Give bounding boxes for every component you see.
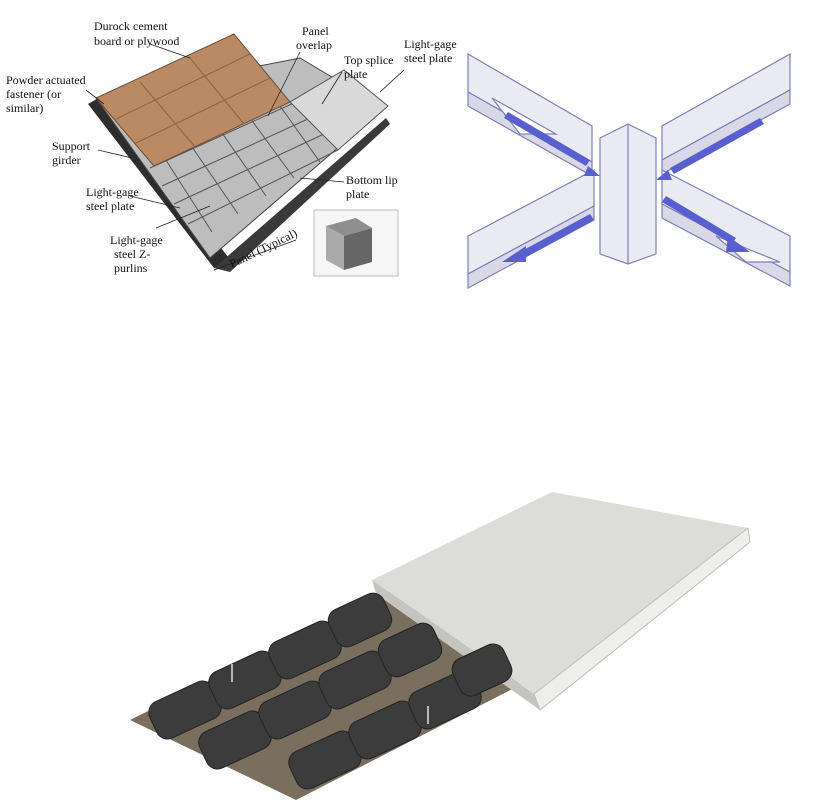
- force-arrows: [502, 112, 764, 262]
- label-durock-line1: Durock cement: [94, 19, 168, 33]
- label-powder-line3: similar): [6, 101, 43, 115]
- anchor-pins: [231, 664, 429, 724]
- label-bottom-lip-line2: plate: [346, 187, 369, 201]
- label-durock-line2: board or plywood: [94, 34, 179, 48]
- arrow-icon: [726, 236, 750, 252]
- foam-blocks: [148, 592, 513, 790]
- light-gage-steel-plate: [289, 69, 389, 151]
- support-girder-side: [214, 118, 390, 272]
- arrow-icon: [670, 118, 764, 174]
- arrow-icon: [504, 112, 590, 166]
- label-bottom-lip-line1: Bottom lip: [346, 173, 398, 187]
- label-top-splice-line2: plate: [344, 67, 367, 81]
- panel-assembly-diagram: Durock cement board or plywood Panel ove…: [6, 19, 457, 277]
- label-top-splice-line1: Top splice: [344, 53, 393, 67]
- label-support-line1: Support: [52, 139, 91, 153]
- label-z-purlins-line2: steel Z-: [114, 247, 150, 261]
- cement-board-joints: [113, 53, 271, 149]
- arrow-icon: [662, 196, 736, 244]
- label-z-purlins-line1: Light-gage: [110, 233, 163, 247]
- label-powder-line2: fastener (or: [6, 87, 61, 101]
- label-light-gage-top-line2: steel plate: [404, 51, 452, 65]
- arrow-icon: [656, 170, 672, 180]
- steel-joint-diagram: [467, 52, 791, 290]
- label-support-line2: girder: [52, 153, 81, 167]
- slab-foam-diagram: [130, 492, 751, 800]
- concrete-slab: [372, 492, 748, 694]
- leader-lines: [85, 43, 405, 271]
- label-panel-overlap-line2: overlap: [296, 38, 332, 52]
- bottom-lip-detail: [313, 209, 399, 277]
- label-light-gage-top-line1: Light-gage: [404, 37, 457, 51]
- label-light-gage-plate-line2: steel plate: [86, 199, 134, 213]
- z-purlin-grid: [149, 101, 339, 233]
- label-powder-line1: Powder actuated: [6, 73, 86, 87]
- label-panel-overlap-line1: Panel: [302, 24, 329, 38]
- arrow-icon: [584, 166, 600, 176]
- arrow-icon: [502, 246, 526, 262]
- label-light-gage-plate-line1: Light-gage: [86, 185, 139, 199]
- arrow-icon: [520, 214, 594, 258]
- label-z-purlins-line3: purlins: [114, 261, 148, 275]
